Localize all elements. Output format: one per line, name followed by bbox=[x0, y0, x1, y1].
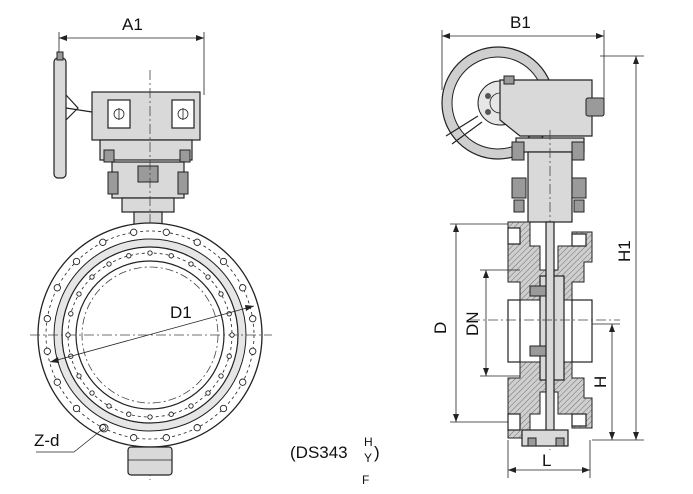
bolt-hole bbox=[249, 315, 257, 323]
bolt-hole bbox=[188, 261, 194, 267]
bolt-hole bbox=[126, 411, 132, 417]
bolt-hole bbox=[218, 373, 224, 379]
bolt-hole bbox=[249, 347, 257, 355]
outer-bolt-holes bbox=[43, 228, 257, 442]
bolt-hole bbox=[219, 257, 228, 266]
bolt-hole bbox=[219, 404, 228, 413]
bolt-hole bbox=[53, 378, 61, 386]
bolt-hole bbox=[130, 434, 138, 442]
label-zd: Z-d bbox=[34, 431, 60, 450]
model-sub: Y bbox=[364, 451, 372, 465]
bolt-hole bbox=[147, 250, 153, 256]
label-h1: H1 bbox=[615, 240, 634, 262]
bolt-hole bbox=[43, 347, 51, 355]
bolt-hole bbox=[239, 284, 247, 292]
bolt-hole bbox=[193, 424, 201, 432]
label-dn: DN bbox=[463, 311, 482, 336]
bolt-hole bbox=[72, 404, 81, 413]
d1-dimension-line bbox=[49, 305, 255, 363]
bolt-hole bbox=[68, 311, 74, 317]
bolt-hole bbox=[72, 257, 81, 266]
handwheel-rim bbox=[53, 57, 67, 179]
bolt-hole bbox=[76, 373, 82, 379]
model-suffix: ) bbox=[374, 443, 380, 462]
bolt-hole bbox=[205, 274, 211, 280]
bolt-hole bbox=[226, 353, 232, 359]
bolt-hole bbox=[205, 390, 211, 396]
label-d1: D1 bbox=[170, 303, 192, 322]
bolt-hole bbox=[239, 378, 247, 386]
bolt-hole bbox=[147, 414, 153, 420]
bolt-hole bbox=[126, 253, 132, 259]
bolt-hole bbox=[106, 261, 112, 267]
label-b1: B1 bbox=[510, 13, 531, 32]
bolt-hole bbox=[106, 403, 112, 409]
bolt-hole bbox=[218, 291, 224, 297]
bolt-hole bbox=[162, 228, 170, 236]
bolt-hole bbox=[89, 274, 95, 280]
side-view bbox=[441, 30, 644, 478]
model-prefix: (DS343 bbox=[290, 443, 348, 462]
bolt-hole bbox=[53, 284, 61, 292]
bolt-hole bbox=[188, 403, 194, 409]
bolt-hole bbox=[65, 332, 71, 338]
label-l: L bbox=[542, 451, 551, 470]
bolt-hole bbox=[130, 228, 138, 236]
bolt-hole bbox=[162, 434, 170, 442]
label-h: H bbox=[591, 376, 610, 388]
bolt-hole bbox=[193, 238, 201, 246]
bolt-hole bbox=[168, 411, 174, 417]
bolt-hole bbox=[168, 253, 174, 259]
bolt-hole bbox=[229, 332, 235, 338]
bolt-hole bbox=[76, 291, 82, 297]
label-a1: A1 bbox=[122, 15, 143, 34]
model-sup: H bbox=[364, 435, 373, 449]
model-designation: (DS343 H Y ) F bbox=[290, 435, 380, 487]
front-view bbox=[30, 32, 272, 480]
bolt-hole bbox=[43, 315, 51, 323]
model-below: F bbox=[362, 473, 369, 487]
bolt-hole bbox=[89, 390, 95, 396]
label-d: D bbox=[431, 322, 450, 334]
bolt-hole bbox=[99, 238, 107, 246]
